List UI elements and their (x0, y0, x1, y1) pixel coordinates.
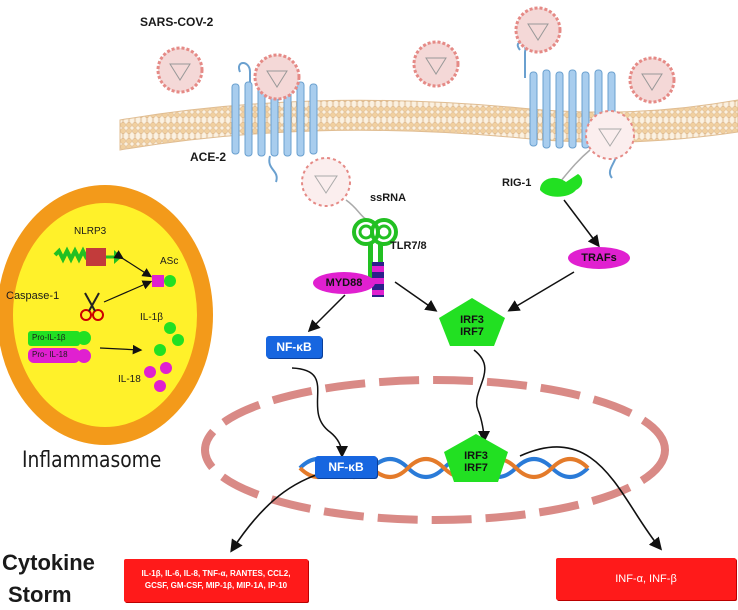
arrow-nfkb-translocation (291, 367, 348, 458)
inflammasome (0, 185, 213, 445)
arrow-inflammasome-nucleus (226, 460, 268, 560)
ssrna-label: ssRNA (370, 192, 407, 204)
irf7-label: IRF7 (460, 326, 484, 338)
arrow-nfkb-cytokines (230, 469, 331, 553)
arrow-tlr-irf (394, 281, 438, 312)
pro-il18-label: Pro- IL-18 (32, 350, 68, 359)
cytokines-line1: IL-1β, IL-6, IL-8, TNF-α, RANTES, CCL2, (141, 569, 291, 578)
virus-particle (412, 40, 460, 88)
nucleus-envelope (201, 376, 669, 524)
irf-cyto-pentagon (439, 298, 505, 346)
arrow-caspase-asc (103, 280, 153, 303)
ace2-label: ACE-2 (190, 150, 227, 164)
pro-il1b-label: Pro-IL-1β (32, 333, 66, 342)
nfkb-nucleus: NF-κB (315, 456, 377, 478)
storm-title-line2: Storm (8, 582, 72, 607)
trafs-node: TRAFs (568, 247, 630, 269)
storm-title-line1: Cytokine (2, 550, 95, 575)
nfkb-cytoplasm: NF-κB (266, 336, 322, 358)
arrow-rig-traf (563, 199, 600, 248)
caspase-label: Caspase-1 (6, 290, 60, 302)
asc-adaptor (152, 275, 176, 287)
irf-nuc-label: IRF3 IRF7 (444, 443, 508, 481)
tlr78-receptor (352, 218, 398, 297)
arrow-irf-translocation (473, 349, 490, 443)
cytokines-line2: GCSF, GM-CSF, MIP-1β, MIP-1A, IP-10 (144, 581, 288, 590)
pro-il18-protein (28, 348, 91, 363)
il1b-label: IL-1β (140, 312, 163, 323)
virus-particle (514, 6, 562, 54)
ssrna-strand-right (559, 149, 591, 183)
irf7-label: IRF7 (464, 462, 488, 474)
il18-particles (144, 362, 172, 392)
rig-label: RIG-1 (502, 177, 532, 189)
arrow-myd88-nfkb (307, 294, 346, 333)
irf-nuc-pentagon (444, 434, 508, 482)
virus-label: SARS-COV-2 (140, 15, 214, 29)
tlr-label: TLR7/8 (390, 240, 427, 252)
arrow-traf-irf (507, 271, 575, 312)
arrow-pro-to-mature (99, 344, 143, 355)
interferons-box: INF-α, INF-β (556, 558, 736, 600)
pro-il1b-protein (28, 331, 91, 346)
virus-particle (253, 53, 301, 101)
scissors-icon (80, 292, 104, 321)
asc-label: ASc (160, 256, 179, 267)
virus-particle-internalized (301, 157, 351, 207)
membrane-receptor-right (516, 41, 618, 179)
irf3-label: IRF3 (464, 450, 488, 462)
cell-membrane (119, 99, 738, 151)
interferons-label: INF-α, INF-β (615, 573, 677, 585)
virus-particle (628, 56, 676, 104)
il1b-particles (154, 322, 184, 356)
virus-particle (156, 46, 204, 94)
myd88-node: MYD88 (313, 272, 375, 294)
irf-cyto-label: IRF3 IRF7 (439, 307, 505, 345)
virus-particle-internalized (585, 110, 635, 160)
irf3-label: IRF3 (460, 314, 484, 326)
cytokines-box: IL-1β, IL-6, IL-8, TNF-α, RANTES, CCL2, … (124, 559, 308, 602)
inflammasome-title: Inflammasome (22, 448, 162, 473)
il18-label: IL-18 (118, 374, 141, 385)
arrow-irf-interferons (519, 446, 663, 551)
arrow-nlrp3-asc (113, 250, 153, 278)
rig1-receptor (540, 174, 583, 197)
nlrp3-label: NLRP3 (74, 226, 107, 237)
